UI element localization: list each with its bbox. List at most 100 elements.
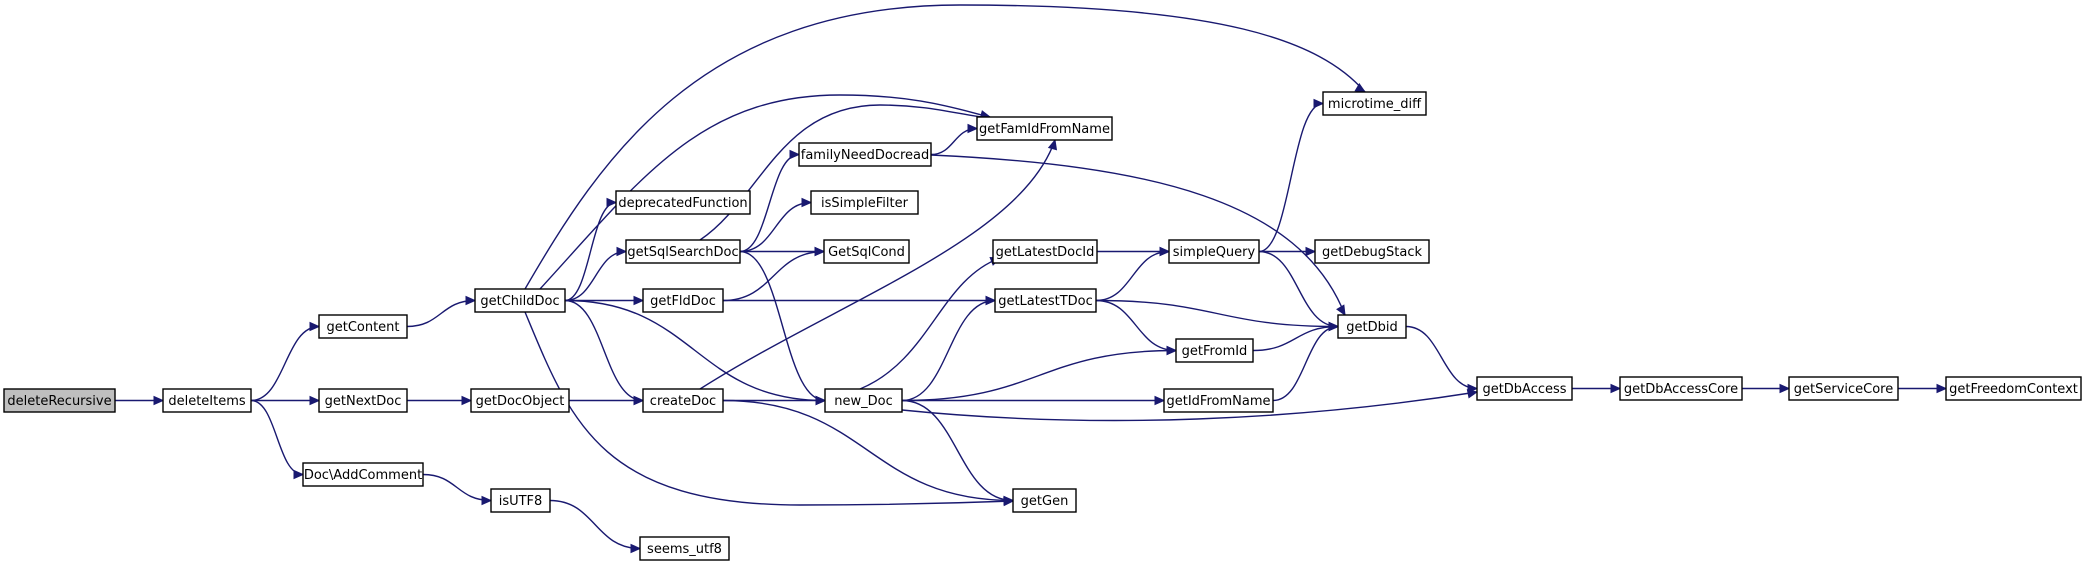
node-getFamIdFromName[interactable]: getFamIdFromName: [976, 116, 1113, 141]
edge-DocAddComment-to-isUTF8: [422, 473, 493, 506]
edge-isUTF8-to-seems_utf8: [549, 499, 642, 554]
node-createDoc[interactable]: createDoc: [642, 388, 724, 413]
node-getDebugStack[interactable]: getDebugStack: [1314, 239, 1430, 264]
node-label: getFamIdFromName: [979, 122, 1110, 137]
edge-getIdFromName-to-getDbid: [1272, 321, 1340, 402]
node-getNextDoc[interactable]: getNextDoc: [318, 388, 408, 413]
node-isUTF8[interactable]: isUTF8: [490, 488, 551, 513]
edge-getDbAccess-to-getDbAccessCore: [1572, 383, 1622, 394]
node-getFreedomContext[interactable]: getFreedomContext: [1945, 376, 2082, 401]
edge-new_Doc-to-getGen: [901, 399, 1015, 506]
node-getGen[interactable]: getGen: [1012, 488, 1077, 513]
edge-simpleQuery-to-microtime_diff: [1258, 98, 1325, 253]
node-getSqlSearchDoc[interactable]: getSqlSearchDoc: [625, 239, 741, 264]
node-label: getLatestDocId: [996, 245, 1095, 260]
node-box: [798, 142, 932, 167]
node-getDbAccess[interactable]: getDbAccess: [1476, 376, 1573, 401]
node-label: getNextDoc: [325, 394, 402, 409]
node-label: getFreedomContext: [1949, 382, 2078, 397]
node-getContent[interactable]: getContent: [318, 314, 408, 339]
node-getIdFromName[interactable]: getIdFromName: [1163, 388, 1274, 413]
node-getServiceCore[interactable]: getServiceCore: [1788, 376, 1899, 401]
node-GetSqlCond[interactable]: GetSqlCond: [823, 239, 910, 264]
node-label: isUTF8: [499, 494, 543, 509]
node-box: [318, 314, 408, 339]
node-familyNeedDocread[interactable]: familyNeedDocread: [798, 142, 932, 167]
node-DocAddComment[interactable]: Doc\AddComment: [302, 462, 424, 487]
node-box: [1337, 314, 1407, 339]
node-label: getServiceCore: [1794, 382, 1893, 397]
node-box: [1314, 239, 1430, 264]
node-box: [994, 288, 1097, 313]
node-box: [1322, 91, 1427, 116]
node-label: simpleQuery: [1173, 245, 1256, 260]
edge-getFromId-to-getDbid: [1252, 321, 1340, 352]
node-label: microtime_diff: [1328, 97, 1422, 112]
node-getChildDoc[interactable]: getChildDoc: [474, 288, 566, 313]
node-getDbid[interactable]: getDbid: [1337, 314, 1407, 339]
node-label: getLatestTDoc: [998, 294, 1093, 309]
node-box: [162, 388, 252, 413]
node-getLatestDocId[interactable]: getLatestDocId: [992, 239, 1098, 264]
node-box: [1476, 376, 1573, 401]
node-isSimpleFilter[interactable]: isSimpleFilter: [810, 190, 919, 215]
node-deleteItems[interactable]: deleteItems: [162, 388, 252, 413]
node-box: [810, 190, 919, 215]
edge-getLatestTDoc-to-getFromId: [1095, 299, 1178, 356]
edge-getDbAccessCore-to-getServiceCore: [1742, 383, 1791, 394]
node-microtime_diff[interactable]: microtime_diff: [1322, 91, 1427, 116]
node-label: getGen: [1021, 494, 1069, 509]
node-label: getFldDoc: [650, 294, 716, 309]
node-box: [1168, 239, 1260, 264]
edge-new_Doc-to-getLatestDocId: [859, 256, 1002, 390]
edge-deleteItems-to-DocAddComment: [250, 399, 305, 480]
node-deleteRecursive[interactable]: deleteRecursive: [3, 388, 116, 413]
edge-familyNeedDocread-to-getDbid: [930, 154, 1346, 317]
node-label: isSimpleFilter: [821, 196, 909, 211]
edge-getLatestDocId-to-simpleQuery: [1097, 246, 1171, 257]
edge-getSqlSearchDoc-to-getFamIdFromName: [699, 104, 992, 241]
node-label: GetSqlCond: [828, 245, 905, 260]
node-getFromId[interactable]: getFromId: [1175, 338, 1254, 363]
node-label: deleteItems: [168, 394, 246, 409]
node-getFldDoc[interactable]: getFldDoc: [642, 288, 724, 313]
node-box: [474, 288, 566, 313]
node-seems_utf8[interactable]: seems_utf8: [639, 536, 730, 561]
node-box: [318, 388, 408, 413]
edge-getContent-to-getChildDoc: [406, 295, 477, 328]
node-box: [302, 462, 424, 487]
edge-getChildDoc-to-getSqlSearchDoc: [564, 246, 628, 302]
node-new_Doc[interactable]: new_Doc: [824, 388, 903, 413]
node-label: familyNeedDocread: [801, 148, 929, 163]
node-getDocObject[interactable]: getDocObject: [470, 388, 570, 413]
node-box: [625, 239, 741, 264]
node-getDbAccessCore[interactable]: getDbAccessCore: [1619, 376, 1743, 401]
edge-getChildDoc-to-createDoc: [564, 299, 645, 406]
node-deprecatedFunction[interactable]: deprecatedFunction: [615, 190, 751, 215]
edges-layer: [114, 4, 1948, 554]
node-label: deleteRecursive: [7, 394, 111, 409]
node-box: [1619, 376, 1743, 401]
node-box: [1788, 376, 1899, 401]
node-box: [639, 536, 730, 561]
node-label: getDebugStack: [1322, 245, 1423, 260]
node-box: [1175, 338, 1254, 363]
node-getLatestTDoc[interactable]: getLatestTDoc: [994, 288, 1097, 313]
edge-getChildDoc-to-deprecatedFunction: [564, 197, 618, 302]
node-label: getDocObject: [476, 394, 565, 409]
node-label: getChildDoc: [480, 294, 559, 309]
node-label: getFromId: [1182, 344, 1248, 359]
node-box: [470, 388, 570, 413]
node-simpleQuery[interactable]: simpleQuery: [1168, 239, 1260, 264]
edge-getServiceCore-to-getFreedomContext: [1898, 383, 1948, 394]
edge-familyNeedDocread-to-getFamIdFromName: [930, 123, 979, 156]
node-box: [1163, 388, 1274, 413]
node-label: getIdFromName: [1167, 394, 1271, 409]
node-label: getDbAccessCore: [1624, 382, 1738, 397]
edge-getSqlSearchDoc-to-isSimpleFilter: [739, 197, 813, 253]
node-label: getDbid: [1346, 320, 1397, 335]
node-label: deprecatedFunction: [618, 196, 747, 211]
edge-deleteItems-to-getNextDoc: [250, 395, 321, 406]
edge-getDbid-to-getDbAccess: [1405, 325, 1479, 394]
